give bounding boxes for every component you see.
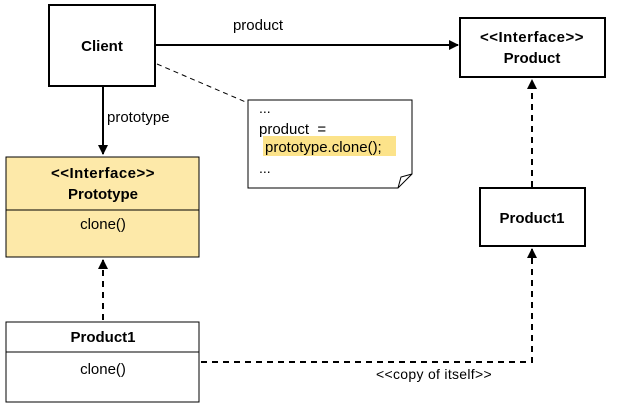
note-connector (156, 63, 249, 104)
product1-right-box[interactable]: Product1 (479, 187, 586, 247)
product-interface-name: Product (504, 50, 561, 67)
product1-bottom-name: Product1 (70, 329, 135, 346)
note-line-3: prototype.clone(); (265, 139, 382, 156)
client-label: Client (81, 38, 123, 55)
prototype-interface-box[interactable]: <<Interface>> Prototype clone() (5, 156, 200, 258)
product-association-label: product (233, 17, 284, 34)
product1-bottom-method: clone() (80, 361, 126, 378)
prototype-association-label: prototype (107, 109, 170, 126)
code-note[interactable]: ... product = prototype.clone(); ... (247, 99, 413, 189)
prototype-interface-stereotype: <<Interface>> (51, 165, 155, 182)
client-box[interactable]: Client (48, 4, 156, 87)
prototype-association: prototype (98, 86, 170, 155)
prototype-interface-name: Prototype (68, 186, 138, 203)
note-line-1: ... (259, 100, 271, 116)
product-interface-stereotype: <<Interface>> (480, 29, 584, 46)
product1-right-label: Product1 (499, 210, 564, 227)
product-association: product (155, 17, 459, 50)
note-line-2: product = (259, 121, 326, 138)
prototype-interface-method: clone() (80, 216, 126, 233)
copy-connector: <<copy of itself>> (201, 248, 537, 382)
note-line-4: ... (259, 160, 271, 176)
copy-connector-label: <<copy of itself>> (376, 366, 492, 382)
product1-bottom-box[interactable]: Product1 clone() (5, 321, 200, 403)
note-highlight (263, 136, 396, 156)
product-interface-box[interactable]: <<Interface>> Product (459, 17, 606, 78)
